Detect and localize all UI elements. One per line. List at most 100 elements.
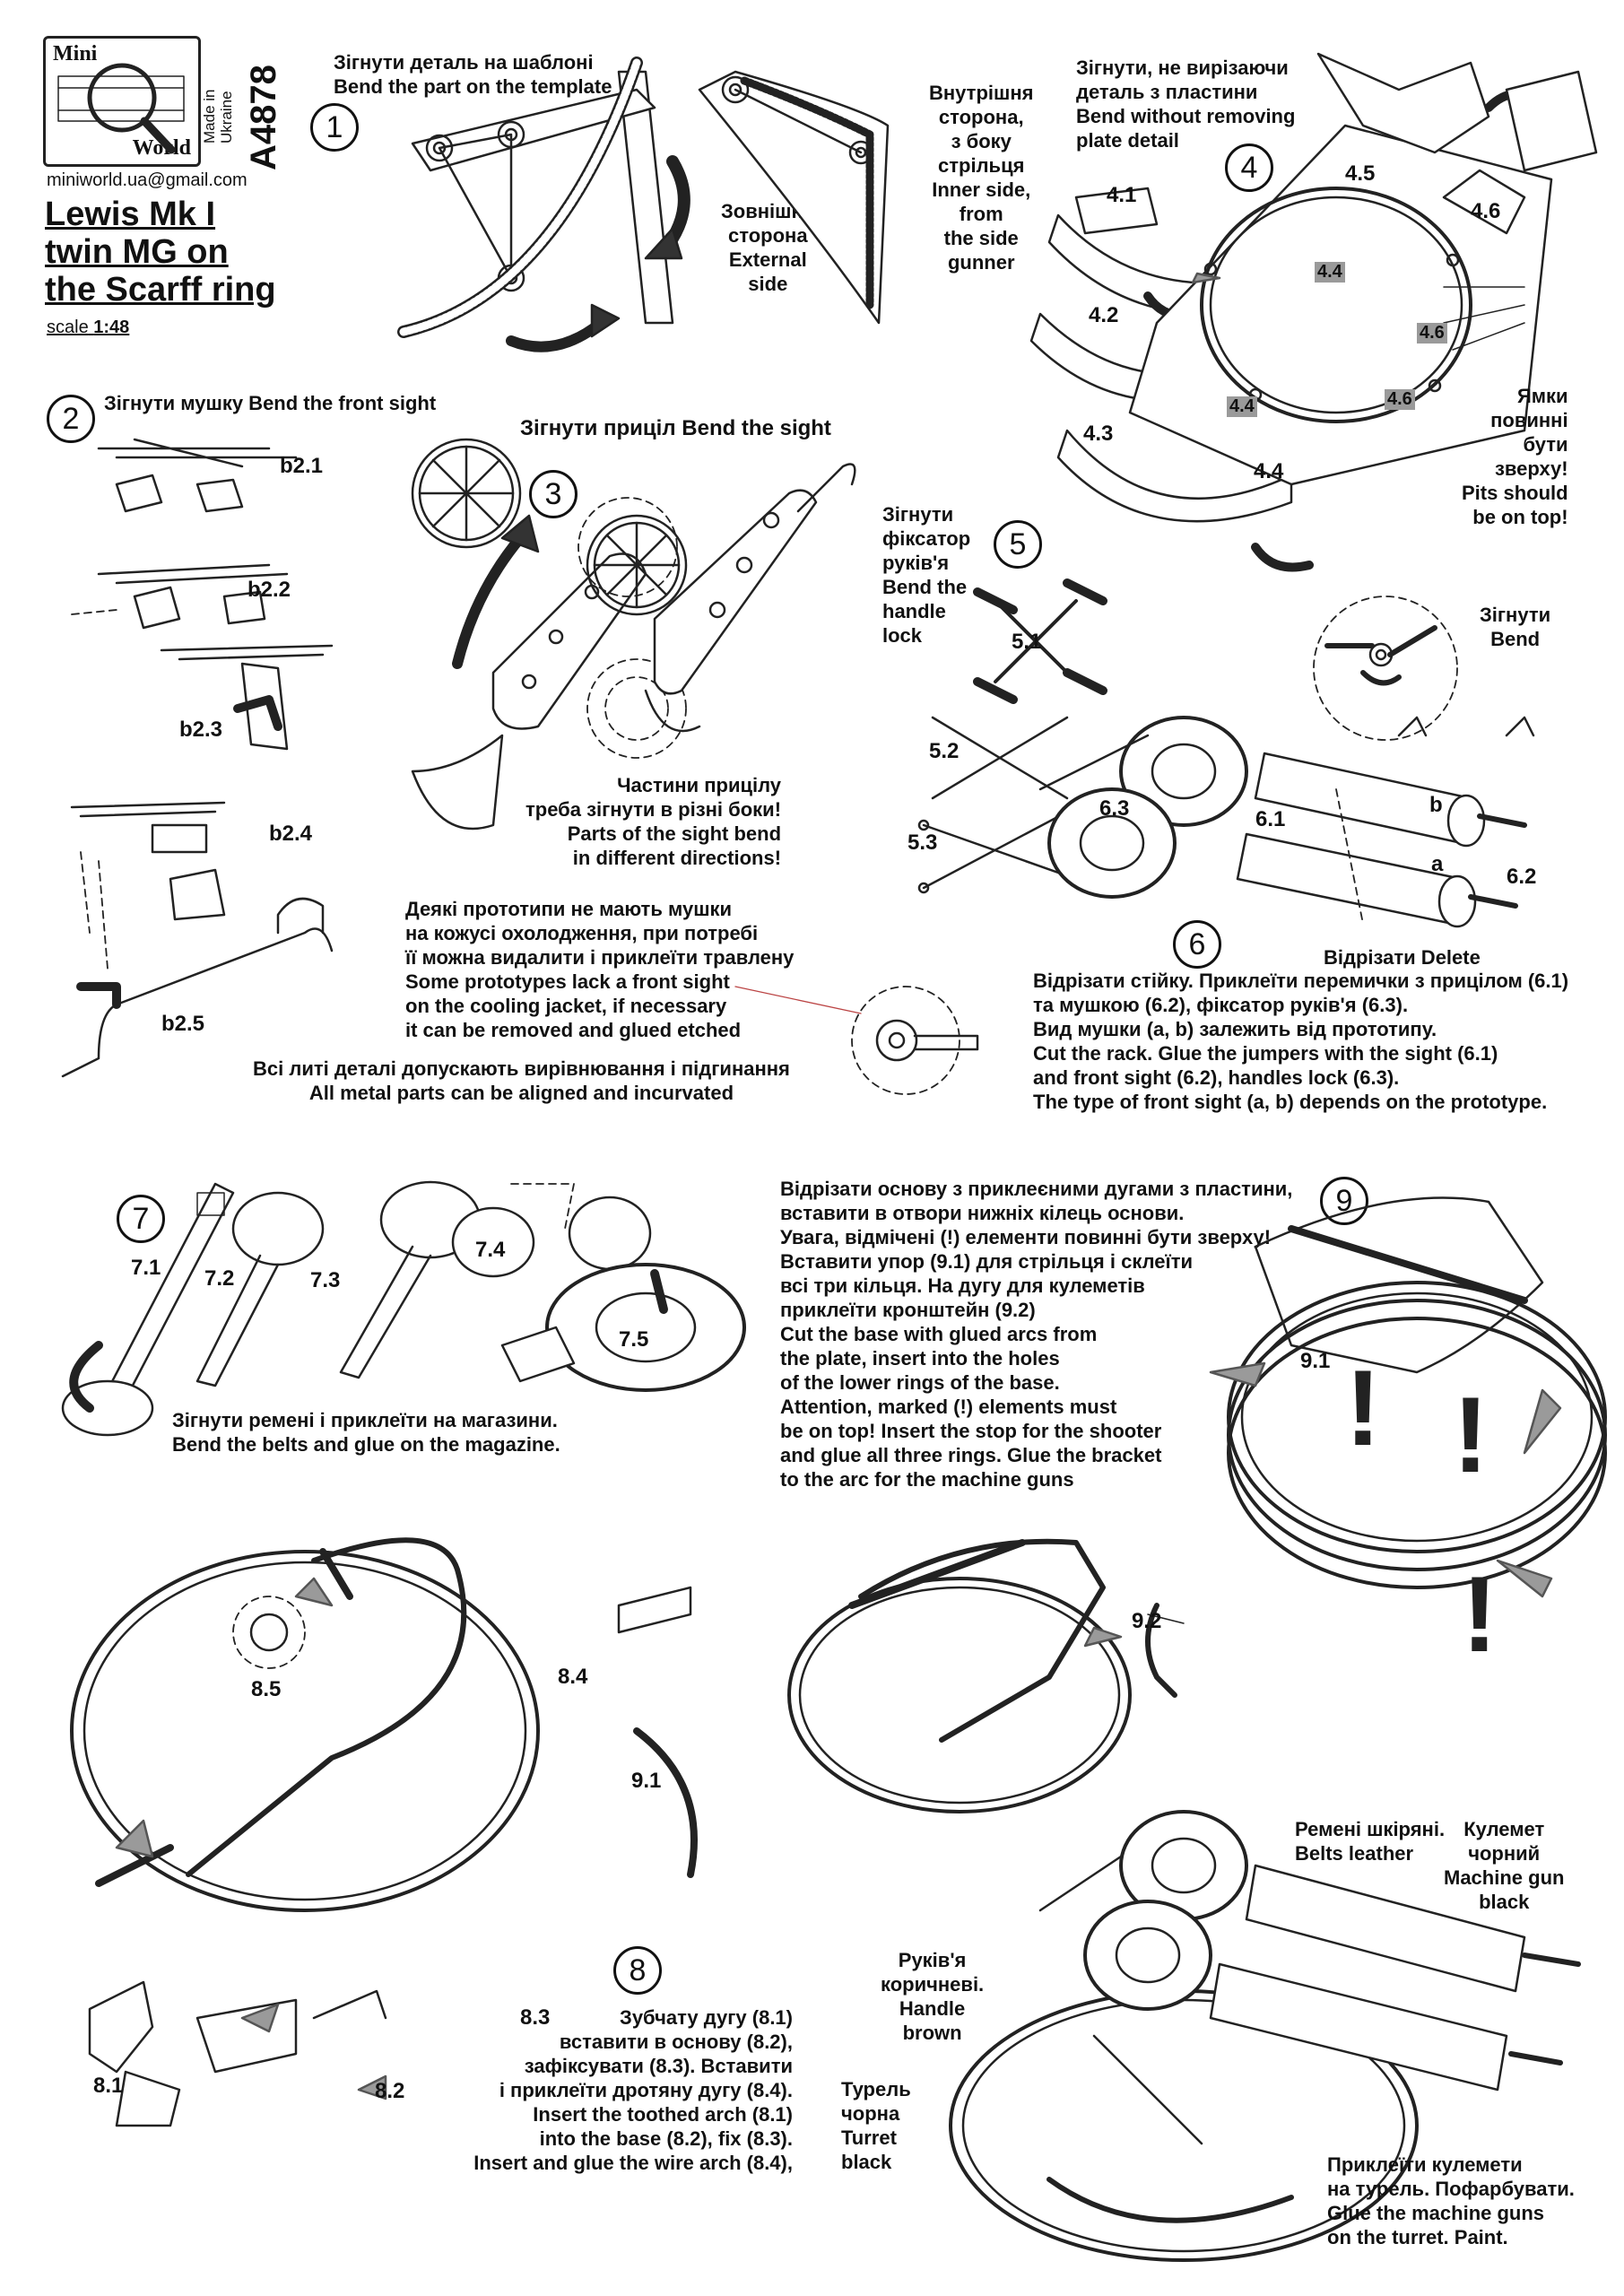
step-4-bend-note: Зігнути Bend bbox=[1480, 604, 1551, 650]
part-7-2-label: 7.2 bbox=[204, 1266, 235, 1291]
part-8-1-label: 8.1 bbox=[93, 2074, 124, 2098]
step-9-number: 9 bbox=[1320, 1177, 1368, 1225]
step-1-bent-part-drawing bbox=[698, 70, 890, 325]
part-5-1-label: 5.1 bbox=[1012, 630, 1042, 654]
part-4-4-tag-b: 4.4 bbox=[1227, 396, 1257, 417]
part-b2-3-label: b2.3 bbox=[179, 718, 223, 742]
part-6-1-label: 6.1 bbox=[1255, 807, 1286, 831]
part-5-3-label: 5.3 bbox=[908, 831, 938, 855]
step-6-number: 6 bbox=[1173, 920, 1221, 969]
step-8-line-text: ) bbox=[786, 2006, 793, 2029]
made-in-label: Made in Ukraine bbox=[201, 89, 235, 144]
step-9-bracket-drawing bbox=[787, 1538, 1185, 1813]
magnifier-icon bbox=[57, 63, 185, 154]
step-8-line-text: ), bbox=[780, 2152, 793, 2174]
step-6-delete-note: Відрізати Delete bbox=[1324, 946, 1481, 969]
part-4-2-label: 4.2 bbox=[1089, 303, 1119, 327]
step-4-plate-drawing bbox=[1029, 52, 1598, 572]
part-8-2-label: 8.2 bbox=[375, 2079, 405, 2103]
part-4-4-label: 4.4 bbox=[1254, 459, 1284, 483]
scale-prefix: scale bbox=[47, 317, 89, 337]
step-8-line-ref: 8.1 bbox=[759, 2006, 786, 2029]
step-2-number: 2 bbox=[47, 395, 95, 443]
step-8-line-text: ). bbox=[780, 2079, 793, 2101]
step-1-internal-side: Внутрішня сторона, з боку стрільця Inner… bbox=[929, 82, 1034, 274]
part-9-2-label: 9.2 bbox=[1132, 1609, 1162, 1633]
step-1-template-bend-drawing bbox=[397, 57, 690, 352]
part-b-label: b bbox=[1429, 793, 1443, 817]
step-8-line-ref: 8.3 bbox=[656, 2055, 683, 2077]
part-b2-2-label: b2.2 bbox=[248, 578, 291, 602]
part-4-4-tag-a: 4.4 bbox=[1315, 262, 1345, 283]
step-7-number: 7 bbox=[117, 1195, 165, 1243]
step-6-machine-gun-drawing bbox=[1038, 716, 1535, 928]
step-1-instruction: Зігнути деталь на шаблоні Bend the part … bbox=[334, 51, 612, 98]
step-8-line: Insert the toothed arch (8.1) bbox=[448, 2102, 793, 2126]
step-5-number: 5 bbox=[994, 520, 1042, 569]
step-8-line: і приклеїти дротяну дугу (8.4). bbox=[448, 2078, 793, 2102]
step-8-line-text: вставити в основу ( bbox=[559, 2031, 753, 2053]
step-4-bend-detail bbox=[1313, 596, 1458, 741]
step-8-line-text: Insert and glue the wire arch ( bbox=[473, 2152, 753, 2174]
step-8-line-text: ), bbox=[780, 2031, 793, 2053]
step-8-line: Зубчату дугу (8.1) bbox=[448, 2005, 793, 2030]
step-8-line: вставити в основу (8.2), bbox=[448, 2030, 793, 2054]
step-8-line-ref: 8.4 bbox=[752, 2079, 781, 2101]
part-7-3-label: 7.3 bbox=[310, 1268, 341, 1292]
email-address: miniworld.ua@gmail.com bbox=[47, 170, 248, 190]
step-8-line: Insert and glue the wire arch (8.4), bbox=[448, 2151, 793, 2175]
front-sight-detail bbox=[734, 986, 979, 1095]
part-b2-4-label: b2.4 bbox=[269, 822, 313, 846]
final-assembly-drawing bbox=[949, 1810, 1581, 2262]
part-4-1-label: 4.1 bbox=[1107, 183, 1137, 207]
step-4-pits-note: Ямки повинні бути зверху! Pits should be… bbox=[1462, 385, 1568, 528]
logo-brand-top: Mini bbox=[53, 42, 98, 65]
step-8-line-ref: 8.2 bbox=[673, 2127, 701, 2150]
part-8-4-label: 8.4 bbox=[558, 1665, 588, 1689]
part-8-5-label: 8.5 bbox=[251, 1677, 282, 1701]
attention-mark-1: ! bbox=[1345, 1348, 1381, 1468]
front-sight-note: Деякі прототипи не мають мушки на кожусі… bbox=[405, 898, 795, 1041]
step-8-line-text: зафіксувати ( bbox=[524, 2055, 656, 2077]
attention-mark-3: ! bbox=[1462, 1554, 1498, 1674]
step-9-rings-drawing bbox=[1209, 1196, 1607, 1598]
step-8-instruction: Зубчату дугу (8.1) вставити в основу (8.… bbox=[448, 2005, 793, 2175]
part-4-6-tag-a: 4.6 bbox=[1417, 323, 1447, 344]
part-a-label: a bbox=[1431, 852, 1444, 876]
step-2-instruction: Зігнути мушку Bend the front sight bbox=[104, 392, 437, 414]
metal-parts-note: Всі литі деталі допускають вирівнювання … bbox=[253, 1057, 790, 1104]
part-7-4-label: 7.4 bbox=[475, 1238, 506, 1262]
step-8-line-text: Insert the toothed arch ( bbox=[533, 2103, 760, 2126]
part-4-6-tag-b: 4.6 bbox=[1385, 389, 1415, 410]
step-8-line-text: ) bbox=[786, 2103, 793, 2126]
step-3-sight-drawings bbox=[411, 438, 856, 831]
step-8-base-drawing bbox=[70, 1537, 698, 2127]
belts-note: Ремені шкіряні. Belts leather bbox=[1295, 1818, 1446, 1865]
step-8-line-text: ). Вставити bbox=[682, 2055, 793, 2077]
scale-value: 1:48 bbox=[93, 317, 130, 337]
step-4-instruction: Зігнути, не вирізаючи деталь з пластини … bbox=[1076, 57, 1296, 152]
step-8-line-text: Зубчату дугу ( bbox=[620, 2006, 760, 2029]
handle-note: Руків'я коричневі. Handle brown bbox=[881, 1949, 985, 2044]
step-1-number: 1 bbox=[310, 103, 359, 152]
step-8-line-ref: 8.1 bbox=[759, 2103, 786, 2126]
part-4-6-label: 4.6 bbox=[1471, 199, 1501, 223]
step-8-line-ref: 8.4 bbox=[752, 2152, 781, 2174]
step-4-number: 4 bbox=[1225, 144, 1273, 192]
step-8-line: зафіксувати (8.3). Вставити bbox=[448, 2054, 793, 2078]
step-5-instruction: Зігнути фіксатор руків'я Bend the handle… bbox=[882, 503, 971, 647]
article-number: A4878 bbox=[244, 65, 283, 170]
machine-gun-note: Кулемет чорний Machine gun black bbox=[1444, 1818, 1565, 1913]
part-7-1-label: 7.1 bbox=[131, 1256, 161, 1280]
step-8-line: into the base (8.2), fix (8.3). bbox=[448, 2126, 793, 2151]
step-2-front-sight-drawings bbox=[61, 438, 334, 1078]
part-9-1-label-step9: 9.1 bbox=[1300, 1349, 1331, 1373]
step-9-instruction: Відрізати основу з приклеєними дугами з … bbox=[780, 1178, 1293, 1491]
kit-title: Lewis Mk I twin MG on the Scarff ring bbox=[45, 196, 276, 309]
part-6-2-label: 6.2 bbox=[1507, 865, 1537, 889]
step-8-line-text: ), fix (8.3). bbox=[700, 2127, 793, 2150]
step-8-number: 8 bbox=[613, 1946, 662, 1995]
part-7-5-label: 7.5 bbox=[619, 1327, 649, 1352]
step-6-instruction: Відрізати стійку. Приклеїти перемички з … bbox=[1033, 970, 1569, 1113]
part-4-3-label: 4.3 bbox=[1083, 422, 1114, 446]
